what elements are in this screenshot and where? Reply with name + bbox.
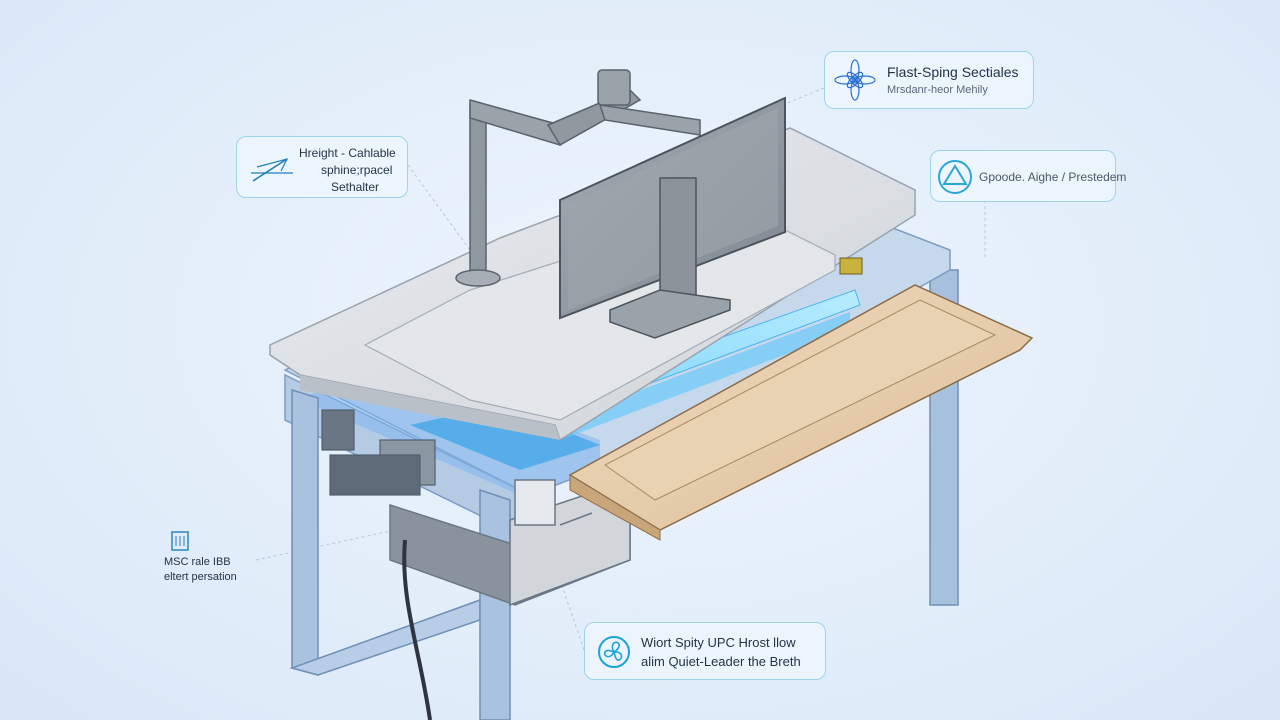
- wooden-tray: [568, 284, 1034, 541]
- callout-spoode: Gpoode. Aighe / Prestedem: [930, 150, 1126, 202]
- monitor-arm: [455, 69, 701, 287]
- callout-spoode-title: Gpoode. Aighe / Prestedem: [979, 170, 1127, 184]
- callout-wiort-line1: Wiort Spity UPC Hrost llow: [641, 635, 796, 650]
- fan-icon: [593, 631, 635, 678]
- chip-icon: [170, 530, 190, 557]
- callout-msc-line2: eltert persation: [164, 571, 237, 583]
- callout-fast-spring-title: Flast-Sping Sectiales: [887, 64, 1019, 80]
- callout-wiort-line2: alim Quiet-Leader the Breth: [641, 654, 801, 669]
- front-left-leg: [289, 388, 511, 720]
- callout-height-line3: Sethalter: [331, 180, 380, 194]
- power-cable: [402, 539, 432, 720]
- triangle-circle-icon: [935, 157, 975, 202]
- sensor-device: [839, 257, 863, 275]
- callout-wiort: Wiort Spity UPC Hrost llow alim Quiet-Le…: [584, 622, 826, 680]
- callout-height-adjustable: Hreight - Cahlable sphine;rpacel Sethalt…: [236, 136, 408, 198]
- callout-fast-spring-subtitle: Mrsdanr-heor Mehily: [887, 84, 988, 96]
- flower-icon: [833, 58, 877, 107]
- callout-height-line2: sphine;rpacel: [321, 163, 393, 177]
- monitor: [559, 96, 786, 339]
- pencil-icon: [247, 151, 297, 190]
- callout-msc-line1: MSC rale IBB: [164, 556, 231, 568]
- control-box: [321, 409, 436, 496]
- callout-msc: MSC rale IBB eltert persation: [160, 528, 280, 588]
- cabinet: [389, 478, 631, 607]
- callout-height-line1: Hreight - Cahlable: [299, 146, 396, 160]
- callout-fast-spring: Flast-Sping Sectiales Mrsdanr-heor Mehil…: [824, 51, 1034, 109]
